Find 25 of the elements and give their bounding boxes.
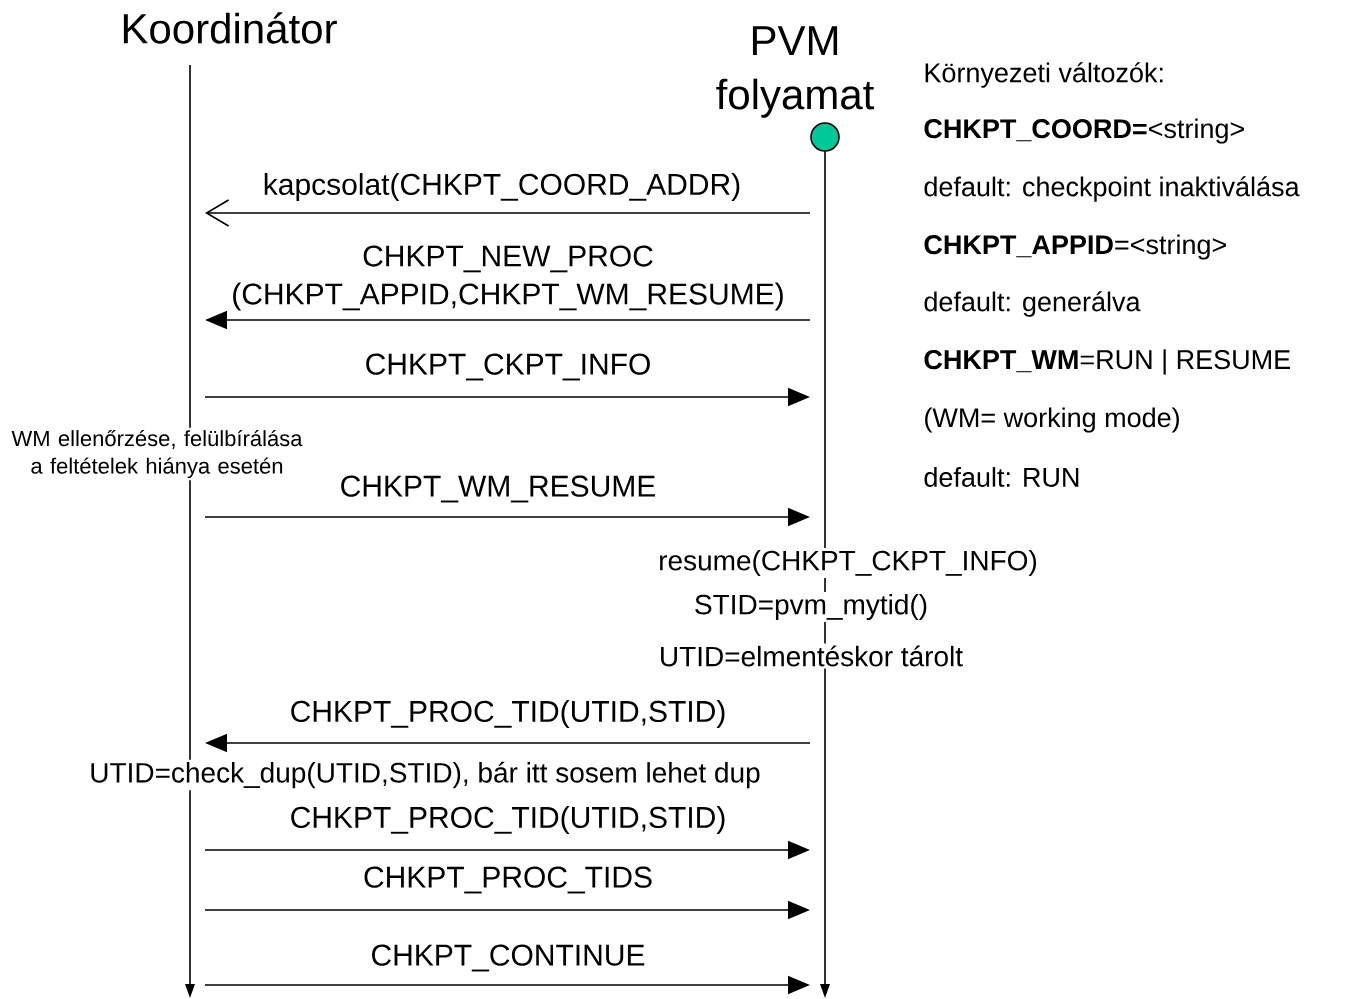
annotation: STID=pvm_mytid(): [691, 591, 931, 623]
annotation: UTID=elmentéskor tárolt: [656, 643, 966, 669]
variable-note: default: checkpoint inaktiválása: [924, 176, 1300, 202]
variable-note: default: RUN: [924, 467, 1079, 487]
heading: Koordinátor: [123, 12, 337, 44]
annotation: WM ellenőrzése, felülbírálása a feltételek hiánya esetén: [5, 427, 309, 481]
message-label: CHKPT_PROC_TID(UTID,STID): [291, 700, 725, 728]
message-label: kapcsolat(CHKPT_COORD_ADDR): [264, 173, 740, 201]
message-label: CHKPT_WM_RESUME: [341, 475, 656, 503]
heading: PVM folyamat: [716, 26, 875, 118]
start-circle: [810, 122, 840, 152]
annotation: resume(CHKPT_CKPT_INFO): [656, 547, 1040, 579]
variable-note: default: generálva: [924, 291, 1141, 317]
variable-note: CHKPT_COORD=<string>: [924, 118, 1244, 144]
message-label: CHKPT_PROC_TIDS: [364, 866, 652, 894]
message-arrow: [205, 199, 811, 227]
annotation: UTID=check_dup(UTID,STID), bár itt sosem lehet dup: [87, 759, 763, 791]
variable-note: CHKPT_WM=RUN | RESUME: [924, 349, 1290, 375]
message-label: CHKPT_NEW_PROC (CHKPT_APPID,CHKPT_WM_RESUME): [233, 245, 783, 311]
message-label: CHKPT_CONTINUE: [372, 944, 645, 972]
variable-note: Környezeti változók:: [925, 62, 1163, 88]
message-label: CHKPT_CKPT_INFO: [366, 353, 650, 381]
message-label: CHKPT_PROC_TID(UTID,STID): [291, 806, 725, 834]
variable-note: CHKPT_APPID=<string>: [924, 234, 1226, 260]
variable-note: (WM= working mode): [925, 407, 1179, 433]
